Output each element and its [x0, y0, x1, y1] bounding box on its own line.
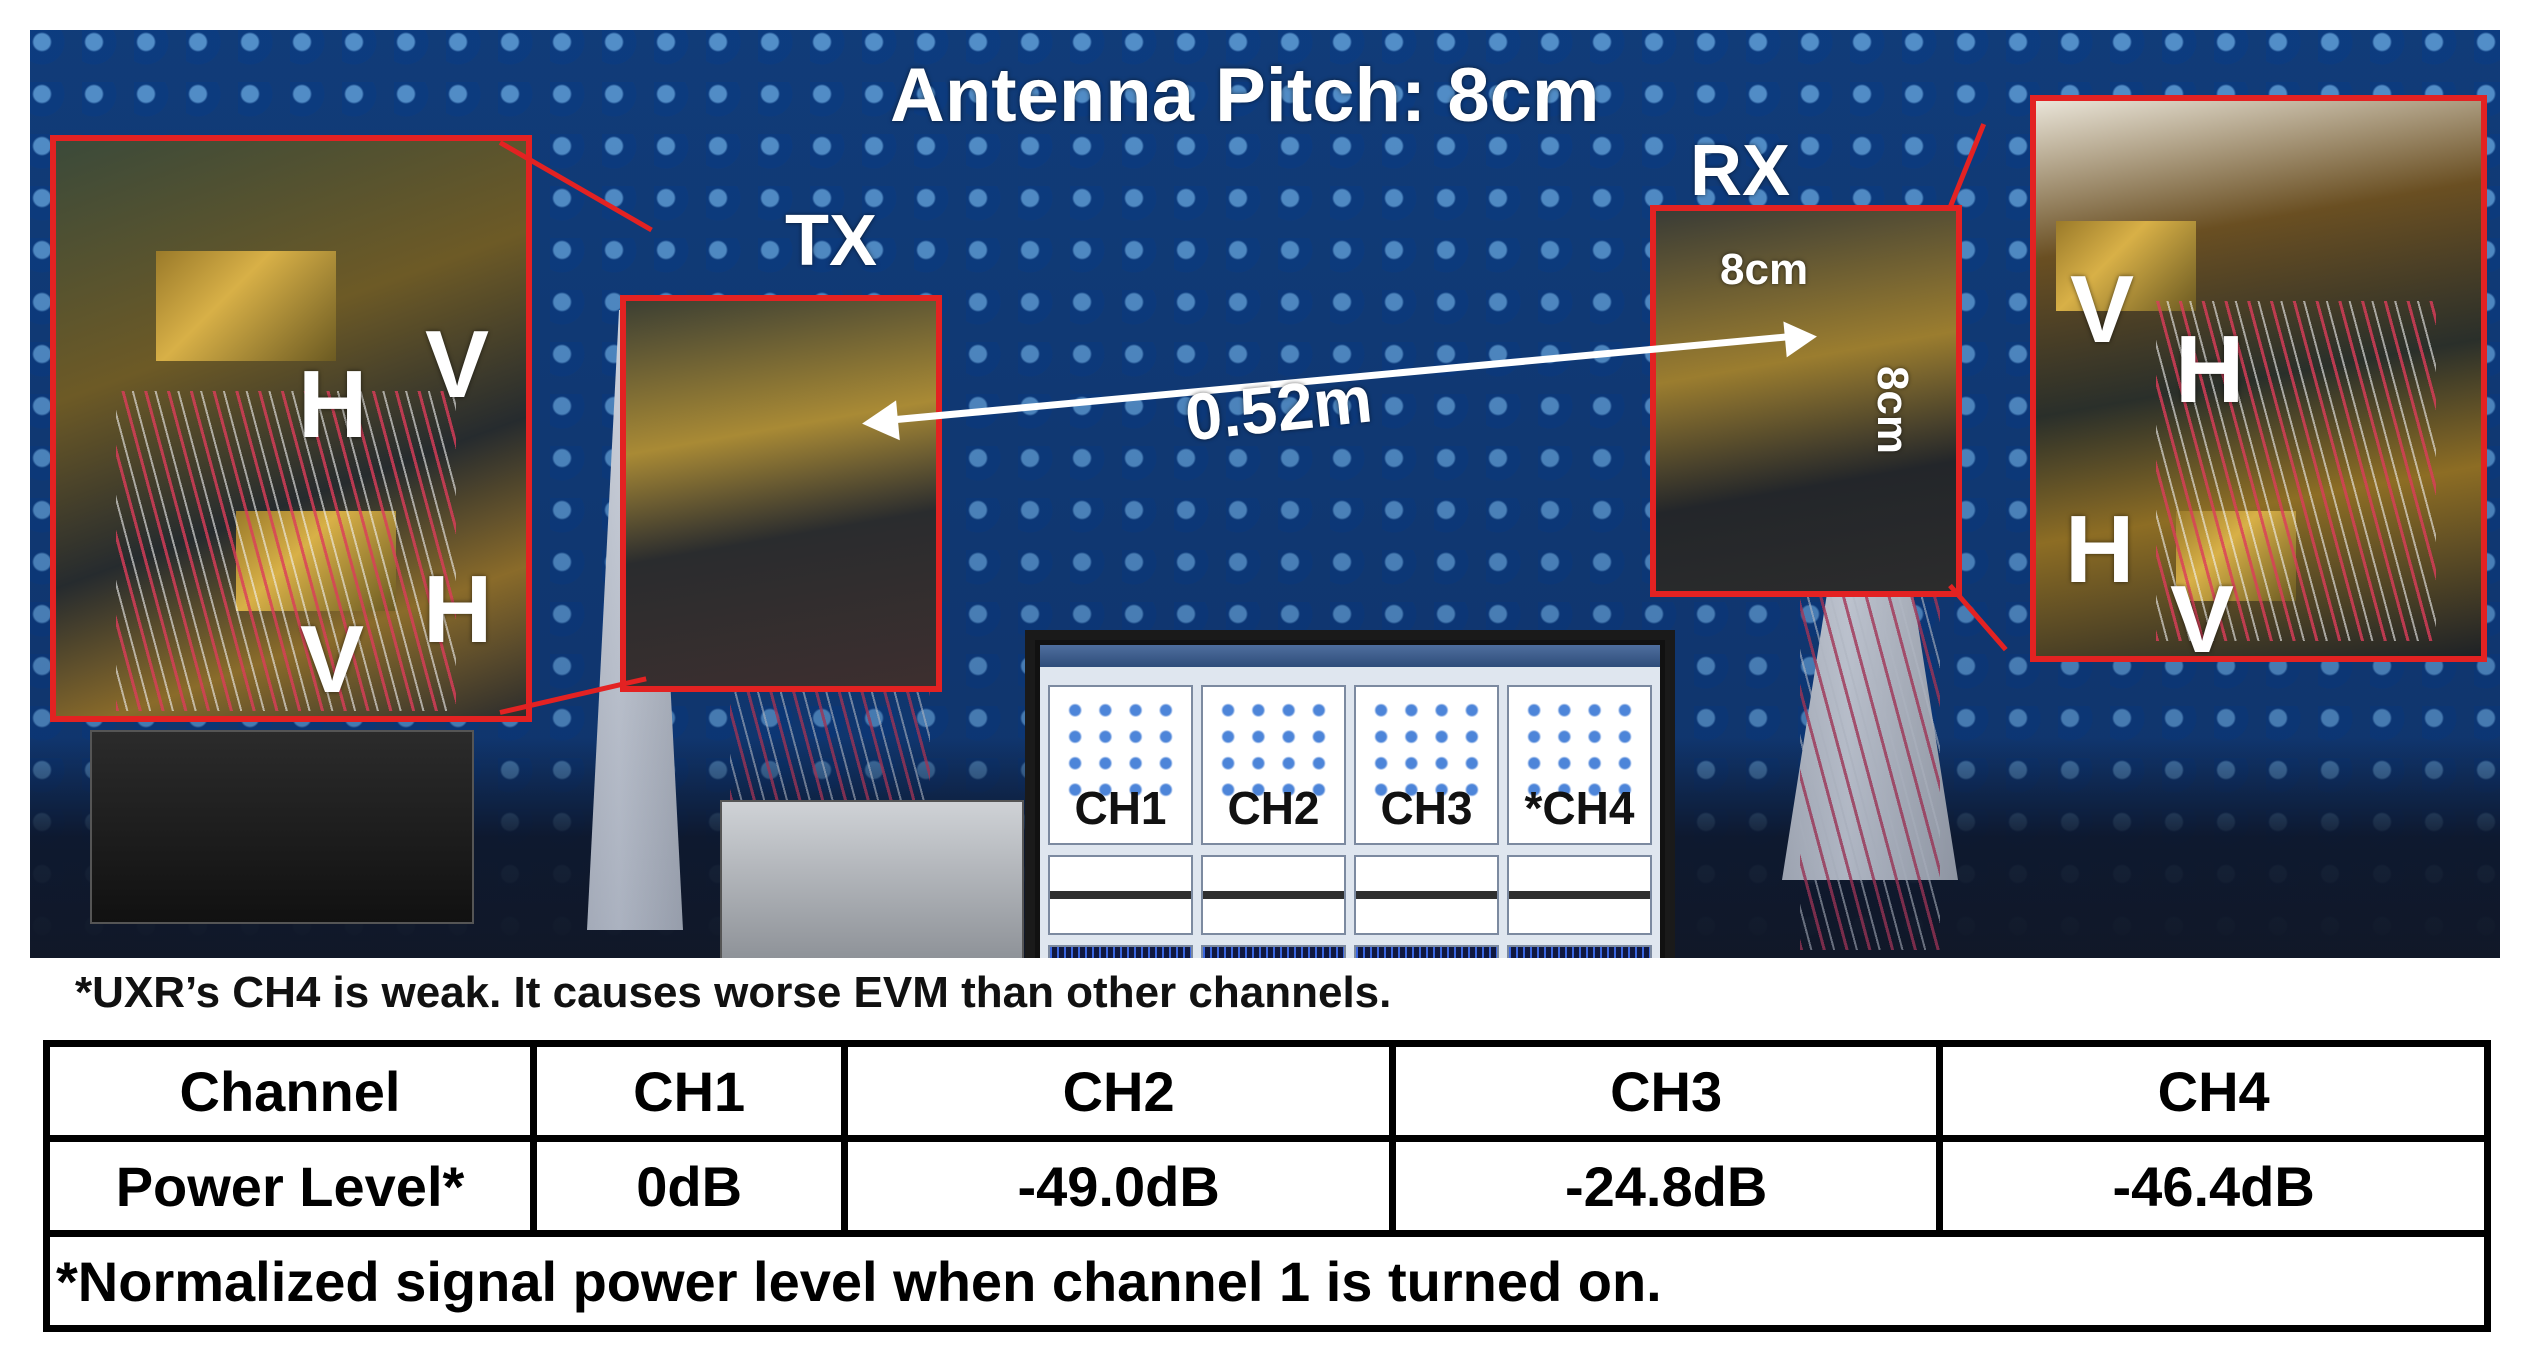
rx-zoom-inset — [2030, 95, 2487, 662]
constellation-ch4: *CH4 — [1507, 685, 1652, 845]
rx-cable-bundle — [1800, 550, 1940, 950]
waveform-plot — [1354, 855, 1499, 935]
signal-generator-box — [720, 800, 1024, 958]
figure-caption: *UXR’s CH4 is weak. It causes worse EVM … — [75, 968, 1392, 1017]
spectrum-plot — [1048, 945, 1193, 958]
constellation-label: CH2 — [1227, 782, 1320, 834]
table-cell: Power Level* — [43, 1135, 537, 1237]
constellation-ch1: CH1 — [1048, 685, 1193, 845]
waveform-plot — [1048, 855, 1193, 935]
polarization-label: V — [2070, 256, 2135, 363]
table-cell: -24.8dB — [1388, 1135, 1944, 1237]
table-cell: CH2 — [841, 1040, 1396, 1142]
rx-zoom-connector — [1948, 583, 2008, 652]
polarization-label: V — [2170, 566, 2235, 673]
distance-arrow-head — [860, 400, 900, 444]
polarization-label: H — [298, 351, 368, 458]
table-cell: -49.0dB — [841, 1135, 1396, 1237]
table-header-row: Channel CH1 CH2 CH3 CH4 — [43, 1040, 2491, 1142]
spectrum-plot — [1201, 945, 1346, 958]
distance-arrow-head — [1783, 318, 1819, 358]
rx-label: RX — [1690, 131, 1791, 211]
spectrum-plot — [1354, 945, 1499, 958]
table-cell: -46.4dB — [1936, 1135, 2491, 1237]
tx-antenna-box — [620, 295, 942, 692]
antenna-pitch-title: Antenna Pitch: 8cm — [890, 53, 1600, 138]
polarization-label: V — [300, 606, 365, 713]
tx-horn-antenna — [156, 251, 336, 361]
waveform-plot — [1201, 855, 1346, 935]
monitor-screen: CH1 CH2 CH3 *CH4 — [1040, 645, 1660, 958]
table-cell: Channel — [43, 1040, 537, 1142]
constellation-ch2: CH2 — [1201, 685, 1346, 845]
constellation-label: CH1 — [1074, 782, 1167, 834]
table-cell: CH3 — [1388, 1040, 1944, 1142]
rx-antenna-box — [1650, 205, 1962, 597]
polarization-label: H — [2175, 316, 2245, 423]
rx-inset-cables — [2156, 301, 2436, 641]
waveform-plot — [1507, 855, 1652, 935]
polarization-label: V — [425, 311, 490, 418]
table-cell: CH1 — [529, 1040, 849, 1142]
tx-inset-cables — [116, 391, 456, 711]
tx-label: TX — [785, 201, 878, 281]
distance-label: 0.52m — [1181, 361, 1376, 455]
evm-monitor: CH1 CH2 CH3 *CH4 — [1025, 630, 1675, 958]
polarization-label: H — [423, 556, 493, 663]
rx-spacing-horizontal-label: 8cm — [1720, 245, 1809, 294]
rx-zoom-connector — [1947, 123, 1987, 209]
table-cell: CH4 — [1936, 1040, 2491, 1142]
constellation-label: *CH4 — [1524, 782, 1635, 834]
screen-titlebar — [1040, 645, 1660, 667]
rx-horn-antenna — [2056, 221, 2196, 311]
constellation-label: CH3 — [1380, 782, 1473, 834]
tx-zoom-inset — [50, 135, 532, 722]
measurement-setup-photo: CH1 CH2 CH3 *CH4 Antenna Pitch: 8cm TX R… — [30, 30, 2500, 958]
power-level-table: Channel CH1 CH2 CH3 CH4 Power Level* 0dB… — [43, 1040, 2491, 1332]
table-row: Power Level* 0dB -49.0dB -24.8dB -46.4dB — [43, 1135, 2491, 1237]
polarization-label: H — [2065, 496, 2135, 603]
instrument-panel — [90, 730, 474, 924]
table-footnote: *Normalized signal power level when chan… — [43, 1230, 2491, 1332]
table-cell: 0dB — [529, 1135, 849, 1237]
spectrum-plot — [1507, 945, 1652, 958]
constellation-ch3: CH3 — [1354, 685, 1499, 845]
table-footnote-row: *Normalized signal power level when chan… — [43, 1230, 2491, 1332]
rx-spacing-vertical-label: 8cm — [1868, 365, 1918, 455]
